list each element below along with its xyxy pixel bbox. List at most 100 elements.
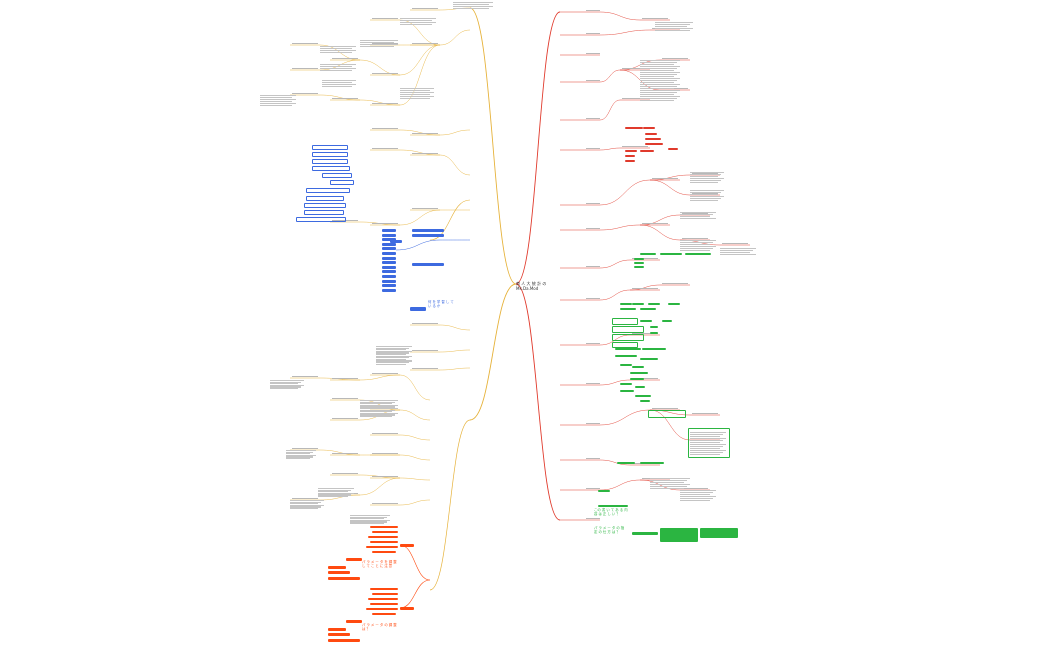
orange-tag-0[interactable] [370,526,398,529]
orange-tag-7[interactable] [372,593,398,596]
orange-tag-8[interactable] [368,598,398,601]
green-box-2[interactable] [612,334,644,341]
orange-tag-9[interactable] [370,603,398,606]
blue-box-10[interactable] [296,217,346,222]
orange-tag-6[interactable] [370,588,398,591]
blue-box-2[interactable] [312,159,348,164]
green-tag-17[interactable] [642,348,666,351]
green-box-4[interactable] [688,428,730,458]
blue-tag-13[interactable] [382,288,396,292]
blue-label-3[interactable] [390,240,402,243]
green-tag-13[interactable] [662,320,672,323]
blue-tag-2[interactable] [382,238,396,242]
green-tag-0[interactable] [640,253,656,256]
orange-card-6[interactable] [328,633,350,636]
orange-card-2[interactable] [328,571,350,574]
blue-box-4[interactable] [322,173,352,178]
green-tag-33[interactable] [632,532,658,535]
blue-tag-11[interactable] [382,279,396,283]
blue-box-5[interactable] [330,180,354,185]
red-tag-0[interactable] [625,127,643,130]
green-box-1[interactable] [612,326,644,333]
blue-tag-10[interactable] [382,275,396,278]
orange-tag-2[interactable] [368,536,398,539]
green-tag-20[interactable] [620,364,632,367]
green-tag-31[interactable] [598,490,610,493]
green-tag-29[interactable] [617,462,635,465]
green-tag-35[interactable] [700,528,738,538]
blue-box-3[interactable] [312,166,350,171]
green-tag-26[interactable] [620,390,634,393]
green-tag-30[interactable] [640,462,664,465]
red-tag-5[interactable] [625,150,637,153]
blue-box-9[interactable] [304,210,344,215]
blue-tag-1[interactable] [382,233,396,237]
green-tag-5[interactable] [634,266,644,269]
blue-tag-7[interactable] [382,261,396,265]
green-tag-28[interactable] [640,400,650,403]
orange-card-5[interactable] [328,628,346,631]
green-tag-3[interactable] [634,258,644,261]
blue-label-4[interactable] [410,307,426,311]
green-tag-16[interactable] [615,348,641,351]
red-tag-6[interactable] [640,150,654,153]
green-tag-18[interactable] [615,355,637,358]
blue-tag-6[interactable] [382,256,396,260]
red-tag-8[interactable] [625,160,635,163]
blue-box-8[interactable] [304,203,346,208]
root-node[interactable]: 商 人 大 統 計 の Mk.Da.Mod [516,281,546,291]
orange-head-1[interactable] [400,544,414,547]
blue-label-1[interactable] [412,234,444,237]
red-tag-7[interactable] [625,155,635,158]
red-tag-2[interactable] [645,133,657,136]
red-tag-3[interactable] [645,138,661,141]
orange-card-3[interactable] [328,577,360,580]
blue-label-0[interactable] [412,229,444,232]
green-box-5[interactable] [648,410,686,418]
blue-box-7[interactable] [306,196,344,201]
blue-tag-12[interactable] [382,284,396,288]
green-tag-2[interactable] [685,253,711,256]
orange-head-2[interactable] [400,607,414,610]
blue-tag-4[interactable] [382,247,396,251]
green-tag-9[interactable] [668,303,680,306]
orange-card-1[interactable] [328,566,346,569]
green-tag-23[interactable] [630,378,644,381]
green-tag-19[interactable] [640,358,658,361]
blue-box-0[interactable] [312,145,348,150]
blue-tag-3[interactable] [382,242,396,246]
blue-box-1[interactable] [312,152,348,157]
orange-tag-4[interactable] [366,546,398,549]
green-tag-8[interactable] [648,303,660,306]
green-tag-7[interactable] [632,303,644,306]
green-tag-27[interactable] [635,395,651,398]
green-tag-25[interactable] [635,386,645,389]
green-tag-1[interactable] [660,253,682,256]
green-tag-21[interactable] [632,366,644,369]
blue-label-2[interactable] [412,263,444,266]
green-tag-12[interactable] [640,320,652,323]
blue-tag-5[interactable] [382,252,396,255]
green-tag-32[interactable] [598,505,628,508]
green-tag-14[interactable] [650,326,658,329]
green-tag-11[interactable] [640,308,656,311]
red-tag-1[interactable] [643,127,655,130]
green-box-3[interactable] [612,342,638,348]
orange-tag-11[interactable] [372,613,396,616]
green-tag-10[interactable] [620,308,636,311]
red-tag-4[interactable] [645,143,663,146]
red-tag-9[interactable] [668,148,678,151]
blue-tag-9[interactable] [382,270,396,274]
blue-tag-0[interactable] [382,229,396,232]
green-tag-4[interactable] [634,262,644,265]
orange-tag-1[interactable] [372,531,398,534]
green-tag-34[interactable] [660,528,698,542]
orange-card-7[interactable] [328,639,360,642]
orange-card-4[interactable] [346,620,362,623]
orange-tag-5[interactable] [372,551,396,554]
green-tag-22[interactable] [630,372,648,375]
orange-tag-10[interactable] [366,608,398,611]
blue-tag-8[interactable] [382,265,396,269]
orange-tag-3[interactable] [370,541,398,544]
green-tag-6[interactable] [620,303,632,306]
